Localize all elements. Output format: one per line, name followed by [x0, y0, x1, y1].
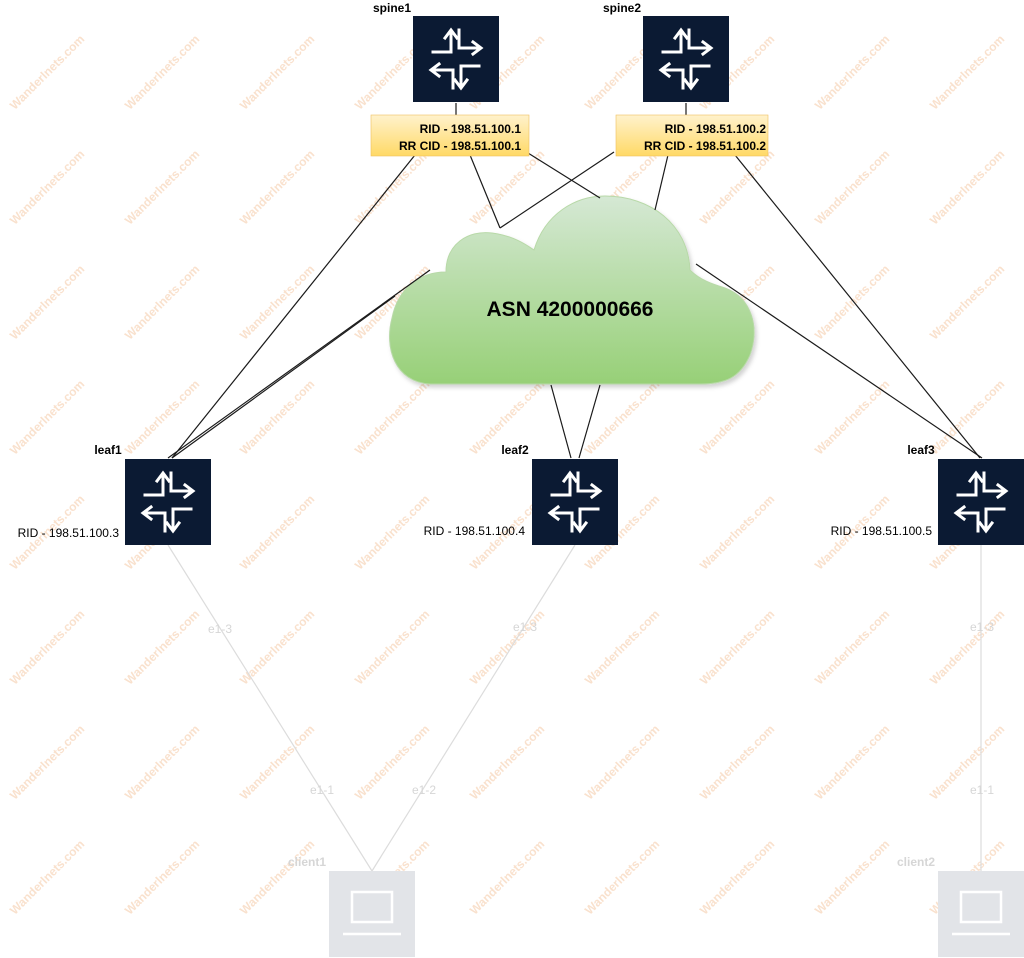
watermark-text: Wanderlnets.com [697, 377, 777, 457]
leaf1-rid: RID - 198.51.100.3 [18, 526, 120, 540]
spine2-rid: RID - 198.51.100.2 [665, 122, 767, 136]
watermark-text: Wanderlnets.com [927, 32, 1007, 112]
link-spine1-leaf1 [171, 154, 416, 459]
watermark-text: Wanderlnets.com [7, 837, 87, 917]
watermark-text: Wanderlnets.com [927, 147, 1007, 227]
watermark-text: Wanderlnets.com [237, 32, 317, 112]
watermark-text: Wanderlnets.com [352, 147, 432, 227]
link-cloud-leaf2-a [550, 384, 572, 459]
watermark-text: Wanderlnets.com [352, 377, 432, 457]
watermark-text: Wanderlnets.com [122, 837, 202, 917]
link-spine2-leaf1-b [171, 295, 396, 459]
link-leaf2-client1 [371, 544, 576, 872]
watermark-text: Wanderlnets.com [697, 837, 777, 917]
link-spine1-leaf3 [519, 147, 601, 199]
watermark-text: Wanderlnets.com [122, 147, 202, 227]
leaf2-rid: RID - 198.51.100.4 [424, 524, 526, 538]
watermark-text: Wanderlnets.com [927, 377, 1007, 457]
leaf3-router[interactable] [938, 459, 1024, 545]
watermark-text: Wanderlnets.com [237, 377, 317, 457]
spine1-router[interactable] [413, 16, 499, 102]
client1-port-1-label: e1-1 [310, 783, 334, 797]
asn-label: ASN 4200000666 [487, 298, 654, 321]
link-cloud-leaf2-b [578, 384, 601, 459]
watermark-text: Wanderlnets.com [812, 607, 892, 687]
leaf1-router[interactable] [125, 459, 211, 545]
watermark-text: Wanderlnets.com [697, 607, 777, 687]
rr-box-spine2: RID - 198.51.100.2 RR CID - 198.51.100.2 [615, 114, 769, 157]
client1-name: client1 [288, 855, 326, 869]
watermark-text: Wanderlnets.com [7, 377, 87, 457]
watermark-text: Wanderlnets.com [237, 492, 317, 572]
link-spine2-leaf3 [734, 154, 981, 459]
watermark-text: Wanderlnets.com [7, 147, 87, 227]
watermark-text: Wanderlnets.com [697, 722, 777, 802]
watermark-text: Wanderlnets.com [927, 607, 1007, 687]
laptop-icon [952, 890, 1010, 936]
watermark-text: Wanderlnets.com [352, 607, 432, 687]
leaf2-router[interactable] [532, 459, 618, 545]
watermark-text: Wanderlnets.com [467, 837, 547, 917]
watermark-text: Wanderlnets.com [237, 722, 317, 802]
watermark-text: Wanderlnets.com [582, 377, 662, 457]
leaf1-port-label: e1-3 [208, 622, 232, 636]
watermark-text: Wanderlnets.com [812, 147, 892, 227]
link-spine2-leaf1 [499, 151, 615, 229]
watermark-text: Wanderlnets.com [812, 32, 892, 112]
watermark-text: Wanderlnets.com [237, 837, 317, 917]
rr-box-spine1: RID - 198.51.100.1 RR CID - 198.51.100.1 [370, 114, 530, 157]
spine2-name: spine2 [603, 1, 641, 15]
client1-port-2-label: e1-2 [412, 783, 436, 797]
watermark-text: Wanderlnets.com [122, 607, 202, 687]
watermark-text: Wanderlnets.com [812, 262, 892, 342]
leaf3-port-label: e1-3 [970, 620, 994, 634]
watermark-text: Wanderlnets.com [467, 722, 547, 802]
watermark-text: Wanderlnets.com [7, 722, 87, 802]
leaf2-name: leaf2 [501, 443, 529, 457]
watermark-text: Wanderlnets.com [812, 722, 892, 802]
watermark-text: Wanderlnets.com [237, 147, 317, 227]
watermark-text: Wanderlnets.com [352, 492, 432, 572]
link-leaf1-client1 [167, 544, 373, 872]
link-spine1-cloud [469, 154, 501, 229]
leaf3-rid: RID - 198.51.100.5 [831, 524, 933, 538]
watermark-text: Wanderlnets.com [927, 262, 1007, 342]
client1-host[interactable] [329, 871, 415, 957]
link-cloud-leaf1 [167, 269, 431, 459]
spine2-rr-cid: RR CID - 198.51.100.2 [644, 139, 766, 153]
watermark-text: Wanderlnets.com [927, 722, 1007, 802]
asn-cloud: ASN 4200000666 [389, 195, 755, 385]
client2-host[interactable] [938, 871, 1024, 957]
spine2-router[interactable] [643, 16, 729, 102]
watermark-text: Wanderlnets.com [122, 32, 202, 112]
watermark-text: Wanderlnets.com [7, 262, 87, 342]
watermark-text: Wanderlnets.com [697, 147, 777, 227]
leaf2-port-label: e1-3 [513, 620, 537, 634]
link-cloud-leaf3 [695, 263, 983, 459]
leaf3-name: leaf3 [907, 443, 935, 457]
link-spine2-cloud [654, 154, 669, 211]
client-links [167, 544, 982, 872]
watermark-text: Wanderlnets.com [812, 837, 892, 917]
watermark-text: Wanderlnets.com [582, 607, 662, 687]
watermark-text: Wanderlnets.com [582, 837, 662, 917]
client2-port-label: e1-1 [970, 783, 994, 797]
spine1-rr-cid: RR CID - 198.51.100.1 [399, 139, 521, 153]
watermark-text: Wanderlnets.com [122, 722, 202, 802]
watermark-text: Wanderlnets.com [697, 492, 777, 572]
spine1-rid: RID - 198.51.100.1 [420, 122, 522, 136]
watermark-text: Wanderlnets.com [7, 32, 87, 112]
watermark-text: Wanderlnets.com [7, 607, 87, 687]
watermark-text: Wanderlnets.com [122, 262, 202, 342]
laptop-icon [343, 890, 401, 936]
watermark-text: Wanderlnets.com [467, 147, 547, 227]
client2-name: client2 [897, 855, 935, 869]
watermark-text: Wanderlnets.com [582, 722, 662, 802]
spine1-name: spine1 [373, 1, 411, 15]
leaf1-name: leaf1 [94, 443, 122, 457]
watermark-text: Wanderlnets.com [237, 262, 317, 342]
bgp-links [167, 103, 983, 459]
